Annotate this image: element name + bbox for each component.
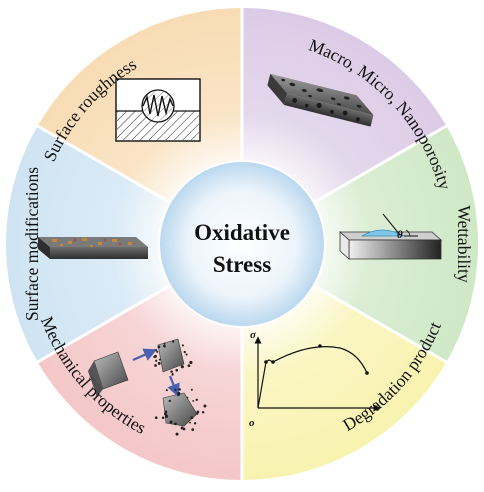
particle-dot bbox=[196, 410, 200, 414]
origin-label: o bbox=[249, 417, 255, 429]
contact-angle-icon bbox=[338, 213, 443, 260]
particle-dot bbox=[190, 388, 193, 391]
particle-dot bbox=[169, 420, 173, 424]
particle-dot bbox=[180, 365, 184, 369]
particle-dot bbox=[201, 411, 205, 414]
particle-dot bbox=[170, 370, 173, 373]
particle-dot bbox=[162, 344, 166, 348]
particle-dot bbox=[171, 373, 174, 376]
sector-divider bbox=[36, 284, 171, 364]
particle-dot bbox=[180, 426, 184, 430]
particle-dot bbox=[177, 391, 181, 395]
center-title-line1: Oxidative bbox=[194, 220, 290, 245]
particle-dot bbox=[192, 399, 195, 402]
degradation-particles bbox=[153, 340, 207, 436]
contact-angle-label: θ bbox=[397, 229, 403, 241]
particle-dot bbox=[168, 399, 171, 403]
particle-dot bbox=[164, 414, 169, 418]
sector-divider bbox=[313, 284, 448, 364]
particle-dot bbox=[157, 345, 161, 349]
particle-dot bbox=[203, 404, 207, 408]
particle-dot bbox=[158, 358, 161, 361]
particle-dot bbox=[189, 360, 193, 365]
sector-divider bbox=[36, 124, 171, 204]
particle-dot bbox=[157, 361, 161, 365]
particle-dot bbox=[156, 350, 159, 353]
particle-dot bbox=[191, 428, 195, 431]
center-title-line2: Stress bbox=[213, 252, 271, 277]
segment-label-wettability: Wettability bbox=[454, 205, 474, 283]
particle-dot bbox=[174, 422, 177, 426]
particle-dot bbox=[163, 342, 166, 345]
particle-dot bbox=[154, 364, 157, 367]
particle-dot bbox=[154, 416, 158, 420]
particle-dot bbox=[175, 432, 179, 436]
sector-dividers bbox=[36, 8, 448, 480]
porous-block-icon bbox=[267, 73, 374, 127]
particle-dot bbox=[185, 353, 188, 356]
particle-dot bbox=[164, 410, 168, 414]
particle-dot bbox=[155, 359, 158, 362]
particle-dot bbox=[178, 388, 181, 391]
degradation-cubes-icon bbox=[88, 338, 198, 427]
particle-dot bbox=[174, 388, 177, 391]
modified-surface-slab-icon bbox=[38, 237, 148, 259]
center-circle bbox=[158, 160, 326, 328]
particle-dot bbox=[171, 340, 175, 343]
particle-dot bbox=[181, 344, 184, 347]
particle-dot bbox=[186, 396, 189, 399]
particle-dot bbox=[165, 389, 168, 392]
particle-dot bbox=[191, 416, 194, 420]
particle-dot bbox=[193, 422, 197, 425]
particle-dot bbox=[195, 398, 198, 401]
particle-dot bbox=[155, 349, 158, 352]
stress-strain-graph-icon bbox=[254, 336, 381, 412]
sector-divider bbox=[313, 124, 448, 204]
particle-dot bbox=[161, 416, 165, 420]
stress-axis-label: σ bbox=[250, 329, 257, 341]
particle-dot bbox=[175, 368, 179, 372]
surface-roughness-icon bbox=[115, 78, 201, 142]
particle-dot bbox=[188, 364, 191, 368]
particle-dot bbox=[189, 421, 191, 424]
segment-label-surface-modifications: Surface modifications bbox=[22, 167, 42, 321]
particle-dot bbox=[183, 350, 186, 354]
particle-dot bbox=[153, 354, 157, 358]
